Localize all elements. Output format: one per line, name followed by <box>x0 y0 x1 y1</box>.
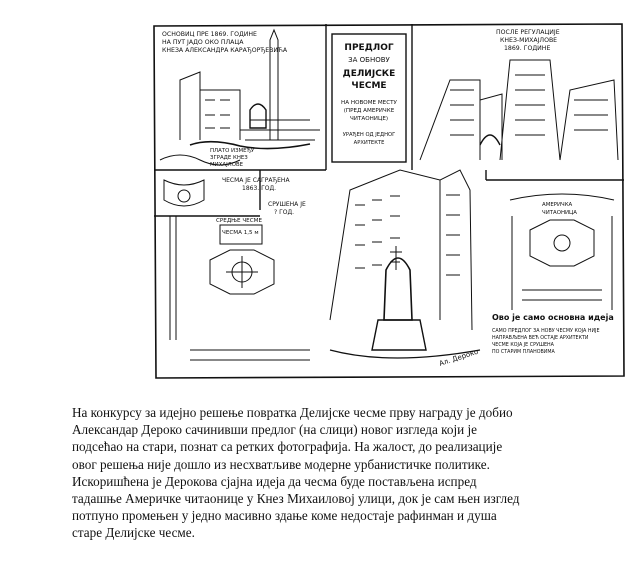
svg-text:Ово је само основна идеја: Ово је само основна идеја <box>492 312 614 322</box>
caption-line: Александар Дероко сачинивши предлог (на … <box>72 422 478 438</box>
svg-text:(ПРЕД АМЕРИЧКЕ: (ПРЕД АМЕРИЧКЕ <box>344 108 395 114</box>
built-label: ЧЕСМА ЈЕ САГРАЂЕНА 1863. ГОД. <box>222 177 290 192</box>
right-note: АМЕРИЧКА ЧИТАОНИЦА <box>542 202 577 216</box>
svg-text:ОСНОВИЦ ПРЕ 1869. ГОДИНЕ: ОСНОВИЦ ПРЕ 1869. ГОДИНЕ <box>162 31 257 38</box>
caption-line: потпуно промењен у једно масивно здање к… <box>72 508 497 524</box>
svg-text:ЧЕСМА ЈЕ САГРАЂЕНА: ЧЕСМА ЈЕ САГРАЂЕНА <box>222 177 290 184</box>
proposal-sketch: ОСНОВИЦ ПРЕ 1869. ГОДИНЕ НА ПУТ ЈАДО ОКО… <box>153 23 625 379</box>
svg-text:НА НОВОМЕ МЕСТУ: НА НОВОМЕ МЕСТУ <box>341 100 397 106</box>
svg-text:СРУШЕНА ЈЕ: СРУШЕНА ЈЕ <box>268 201 306 208</box>
section-label: СРЕДЊЕ ЧЕСМЕ ЧЕСМА 1,5 м <box>216 218 262 236</box>
svg-text:ПО СТАРИМ ПЛАНОВИМА: ПО СТАРИМ ПЛАНОВИМА <box>492 349 556 355</box>
old-street-sketch <box>159 28 320 166</box>
svg-text:СРЕДЊЕ ЧЕСМЕ: СРЕДЊЕ ЧЕСМЕ <box>216 218 262 224</box>
svg-text:КНЕЗ-МИХАЈЛОВЕ: КНЕЗ-МИХАЈЛОВЕ <box>500 37 557 44</box>
svg-text:НА ПУТ ЈАДО ОКО ПЛАЦА: НА ПУТ ЈАДО ОКО ПЛАЦА <box>162 39 244 46</box>
svg-text:МИХАЈЛОВЕ: МИХАЈЛОВЕ <box>210 162 244 168</box>
svg-text:ЧЕСМА 1,5 м: ЧЕСМА 1,5 м <box>222 230 259 236</box>
caption-line: тадашње Америчке читаонице у Кнез Михаил… <box>72 491 520 507</box>
note-before: ОСНОВИЦ ПРЕ 1869. ГОДИНЕ НА ПУТ ЈАДО ОКО… <box>162 31 288 54</box>
svg-text:Ал. Дероко: Ал. Дероко <box>438 348 479 368</box>
svg-text:ДЕЛИЈСКЕ: ДЕЛИЈСКЕ <box>343 69 396 79</box>
caption-line: подсећао на стари, познат са ретких фото… <box>72 439 503 455</box>
svg-text:УРАЂЕН ОД ЈЕДНОГ: УРАЂЕН ОД ЈЕДНОГ <box>343 132 396 138</box>
demolished-label: СРУШЕНА ЈЕ ? ГОД. <box>268 201 306 216</box>
svg-text:? ГОД.: ? ГОД. <box>274 209 294 216</box>
fountain-plan-left <box>163 179 310 361</box>
svg-text:НАПРАВЉЕНА ВЕЋ ОСТАЈЕ АРХИТЕКТ: НАПРАВЉЕНА ВЕЋ ОСТАЈЕ АРХИТЕКТИ <box>492 335 589 341</box>
caption-line: старе Делијске чесме. <box>72 525 195 541</box>
svg-text:ЧЕСМЕ КОЈА ЈЕ СРУШЕНА: ЧЕСМЕ КОЈА ЈЕ СРУШЕНА <box>492 342 555 348</box>
svg-text:ЗА ОБНОВУ: ЗА ОБНОВУ <box>348 56 390 64</box>
signature: Ал. Дероко <box>438 348 479 368</box>
svg-text:КНЕЗА АЛЕКСАНДРА КАРАЂОРЂЕВИЋА: КНЕЗА АЛЕКСАНДРА КАРАЂОРЂЕВИЋА <box>162 47 288 54</box>
svg-text:АМЕРИЧКА: АМЕРИЧКА <box>542 202 573 208</box>
proposal-title-box: ПРЕДЛОГ ЗА ОБНОВУ ДЕЛИЈСКЕ ЧЕСМЕ НА НОВО… <box>331 33 407 163</box>
svg-text:ПЛАТО ИЗМЕЂУ: ПЛАТО ИЗМЕЂУ <box>210 148 255 154</box>
street-label: ПЛАТО ИЗМЕЂУ ЗГРАДЕ КНЕЗ МИХАЈЛОВЕ <box>210 148 255 168</box>
fountain-plan-right <box>509 193 615 310</box>
svg-text:1863. ГОД.: 1863. ГОД. <box>242 185 276 192</box>
svg-text:САМО ПРЕДЛОГ ЗА НОВУ ЧЕСМУ КОЈ: САМО ПРЕДЛОГ ЗА НОВУ ЧЕСМУ КОЈА НИЈЕ <box>492 328 599 334</box>
caption-paragraph: На конкурсу за идејно решење повратка Де… <box>72 404 592 542</box>
svg-text:ЗГРАДЕ КНЕЗ: ЗГРАДЕ КНЕЗ <box>210 155 248 161</box>
after-regulation-sketch <box>419 59 619 161</box>
svg-text:ЧИТАОНИЦА: ЧИТАОНИЦА <box>542 210 577 216</box>
central-building-sketch <box>329 169 481 359</box>
basic-idea: Ово је само основна идеја <box>492 312 614 322</box>
svg-text:ЧИТАОНИЦЕ): ЧИТАОНИЦЕ) <box>350 116 388 122</box>
svg-text:ПОСЛЕ РЕГУЛАЦИЈЕ: ПОСЛЕ РЕГУЛАЦИЈЕ <box>496 29 560 36</box>
svg-text:1869. ГОДИНЕ: 1869. ГОДИНЕ <box>504 45 550 52</box>
caption-line: овог решења није дошло из несхватљиве мо… <box>72 456 490 472</box>
note-after: ПОСЛЕ РЕГУЛАЦИЈЕ КНЕЗ-МИХАЈЛОВЕ 1869. ГО… <box>496 29 560 52</box>
bottom-note: САМО ПРЕДЛОГ ЗА НОВУ ЧЕСМУ КОЈА НИЈЕ НАП… <box>492 328 599 355</box>
svg-text:ЧЕСМЕ: ЧЕСМЕ <box>351 81 386 91</box>
svg-text:АРХИТЕКТЕ: АРХИТЕКТЕ <box>354 140 385 146</box>
svg-text:ПРЕДЛОГ: ПРЕДЛОГ <box>344 43 393 53</box>
caption-line: Искоришћена је Дерокова сјајна идеја да … <box>72 473 477 489</box>
caption-line: На конкурсу за идејно решење повратка Де… <box>72 405 513 420</box>
